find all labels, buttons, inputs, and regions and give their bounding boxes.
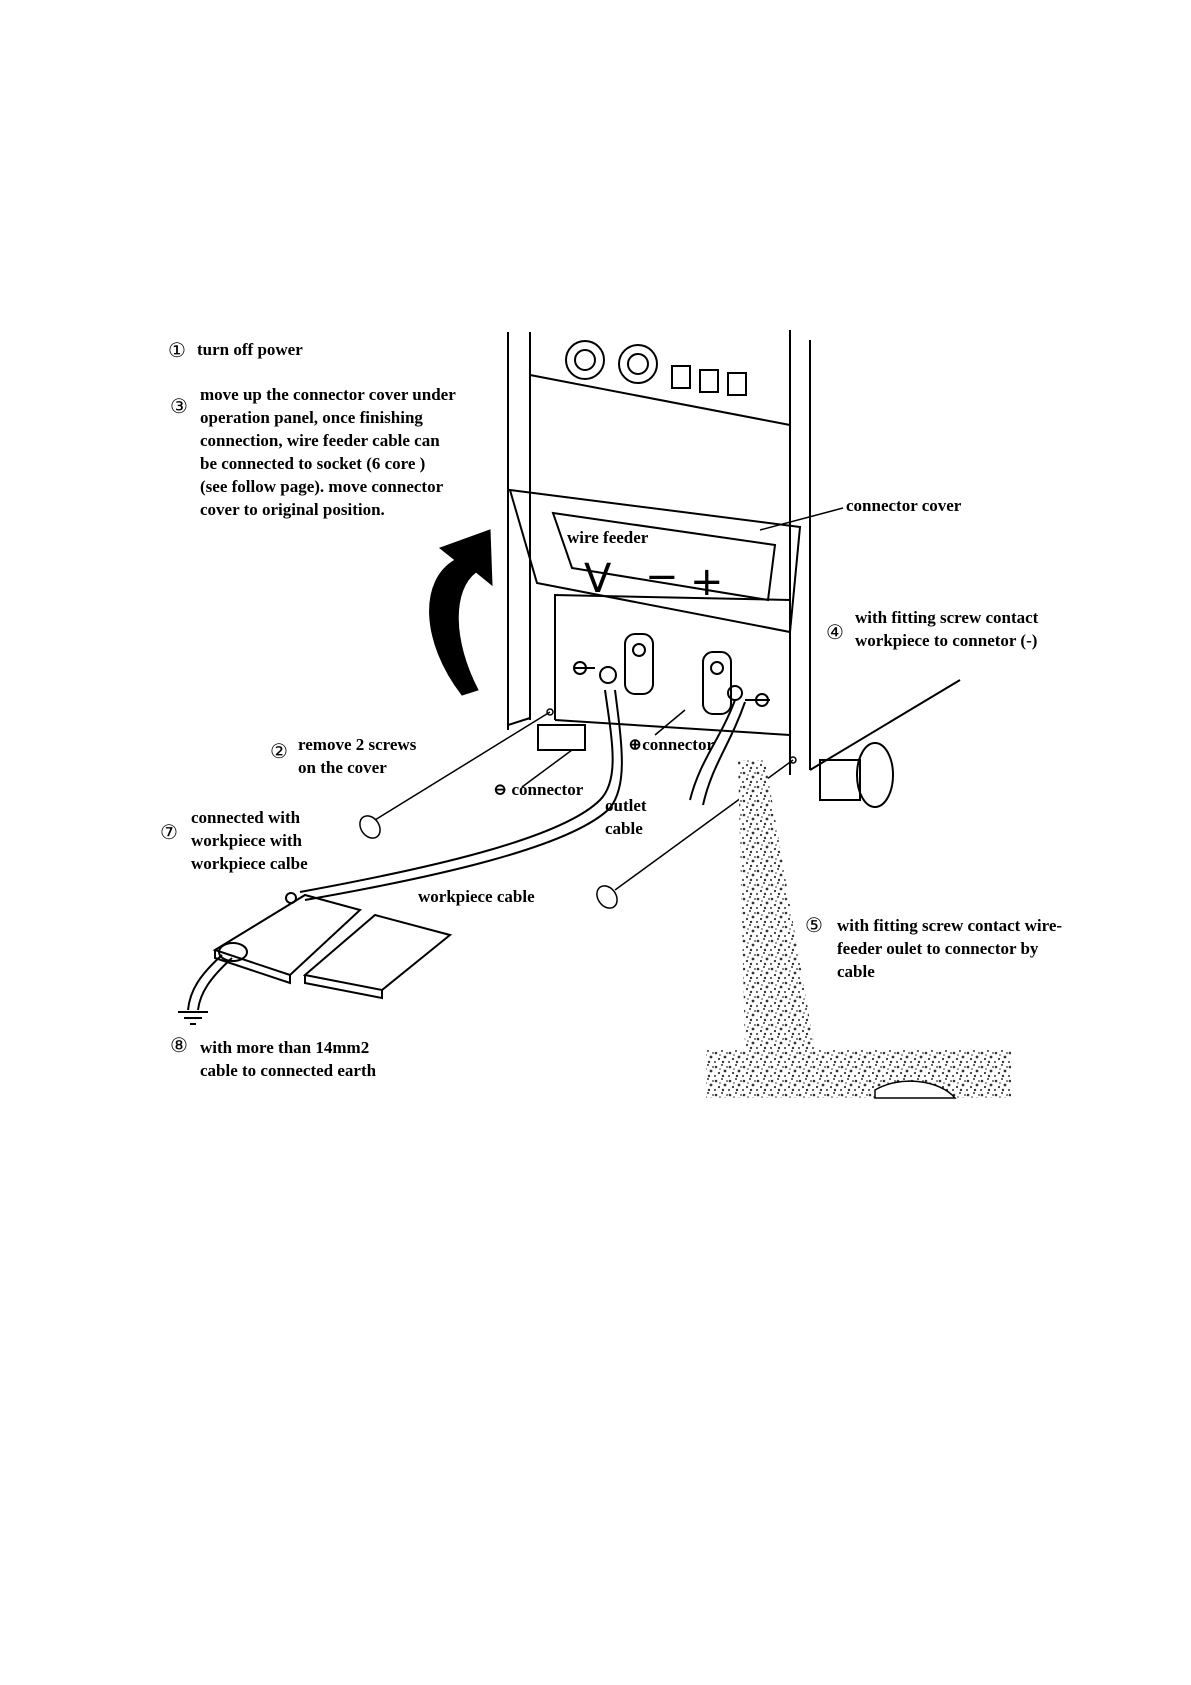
step-5-line: feeder oulet to connector by xyxy=(837,939,1039,958)
step-7-line: workpiece calbe xyxy=(191,854,308,873)
step-2-text: remove 2 screws on the cover xyxy=(298,733,416,779)
step-4-line: workpiece to connetor (-) xyxy=(855,631,1038,650)
socket-plus-mark: + xyxy=(690,559,724,605)
step-5-line: cable xyxy=(837,962,875,981)
cabinet-wheels xyxy=(537,724,894,808)
workpiece-plates xyxy=(212,892,453,1000)
minus-connector-label: ⊖ connector xyxy=(493,780,584,799)
step-4-number: ④ xyxy=(826,620,844,644)
outlet-cable-label: outlet cable xyxy=(605,794,647,840)
step-5-text: with fitting screw contact wire- feeder … xyxy=(837,914,1062,983)
step-7-line: connected with xyxy=(191,808,301,827)
step-2-line: remove 2 screws xyxy=(298,735,417,754)
lift-cover-arrow xyxy=(429,529,493,696)
workpiece-cable-label: workpiece cable xyxy=(418,887,535,906)
step-3-line: cover to original position. xyxy=(200,500,385,519)
floor-ground xyxy=(706,760,1011,1099)
step-1-text: turn off power xyxy=(197,340,303,359)
step-3-text: move up the connector cover under operat… xyxy=(200,383,456,521)
step-4-line: with fitting screw contact xyxy=(855,608,1039,627)
step-7-line: workpiece with xyxy=(191,831,302,850)
socket-minus-mark: − xyxy=(645,554,679,600)
step-5-number: ⑤ xyxy=(805,913,823,937)
connector-cover-label: connector cover xyxy=(846,496,962,515)
outlet-cable-line: outlet xyxy=(605,796,647,815)
wire-feeder-label: wire feeder xyxy=(567,528,649,547)
operation-panel xyxy=(565,340,747,396)
step-8-text: with more than 14mm2 cable to connected … xyxy=(200,1036,376,1082)
step-1-number: ① xyxy=(168,338,186,362)
output-connectors xyxy=(573,633,770,715)
step-2-number: ② xyxy=(270,739,288,763)
step-3-line: connection, wire feeder cable can xyxy=(200,431,440,450)
step-4-text: with fitting screw contact workpiece to … xyxy=(855,606,1038,652)
cables xyxy=(178,689,746,1025)
step-7-number: ⑦ xyxy=(160,820,178,844)
step-3-line: (see follow page). move connector xyxy=(200,477,444,496)
step-3-number: ③ xyxy=(170,394,188,418)
step-5-line: with fitting screw contact wire- xyxy=(837,916,1063,935)
step-8-line: cable to connected earth xyxy=(200,1061,377,1080)
step-8-line: with more than 14mm2 xyxy=(200,1038,370,1057)
step-7-text: connected with workpiece with workpiece … xyxy=(191,806,308,875)
step-3-line: move up the connector cover under xyxy=(200,385,456,404)
machine-cabinet xyxy=(507,330,961,775)
outlet-cable-line: cable xyxy=(605,819,643,838)
plus-connector-label: ⊕connector xyxy=(628,735,714,754)
leader-lines xyxy=(521,709,686,788)
connector-cover-drawing xyxy=(508,488,844,634)
step-8-number: ⑧ xyxy=(170,1033,188,1057)
step-2-line: on the cover xyxy=(298,758,387,777)
step-3-line: be connected to socket (6 core ) xyxy=(200,454,426,473)
step-3-line: operation panel, once finishing xyxy=(200,408,423,427)
socket-v-mark: V xyxy=(584,556,612,602)
